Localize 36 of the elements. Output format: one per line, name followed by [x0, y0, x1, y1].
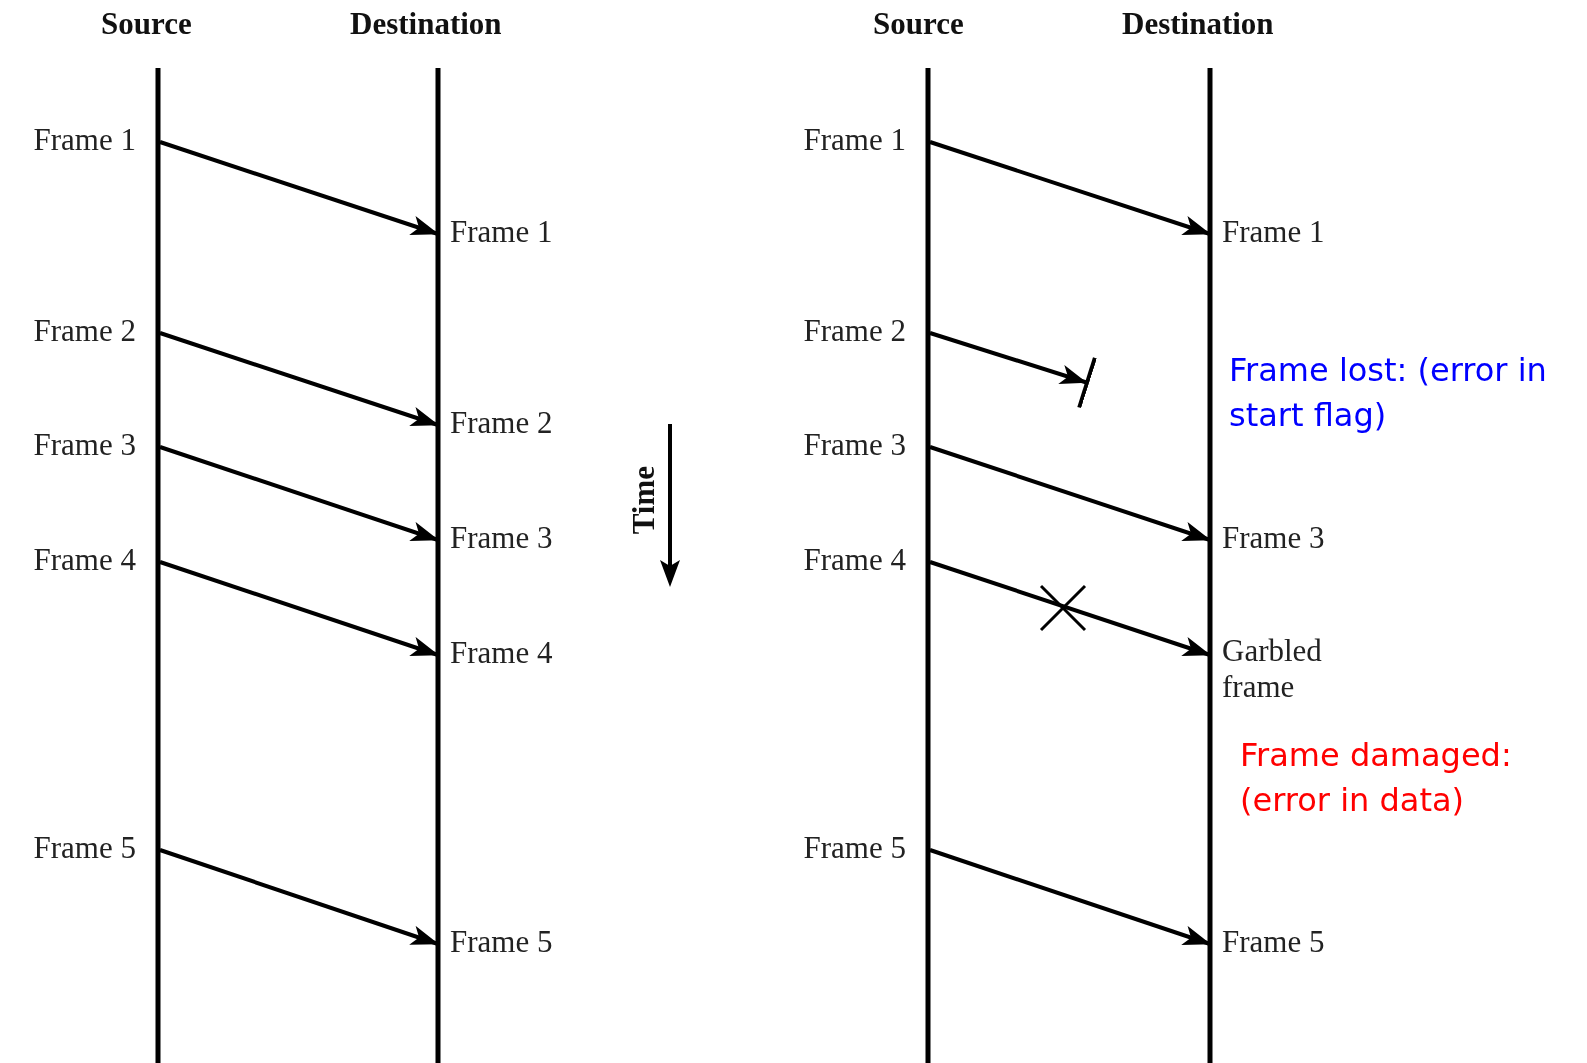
arrow	[929, 560, 1211, 657]
frame-label: Frame 4	[438, 635, 608, 675]
frame-label: Frame 2	[8, 313, 158, 353]
frame-label: Frame 4	[778, 542, 928, 582]
arrow	[929, 331, 1097, 410]
frame-label: Frame 5	[778, 830, 928, 870]
arrow	[929, 848, 1211, 946]
annotation-note: Frame damaged: (error in data)	[1240, 735, 1513, 821]
frame-label: Frame 1	[8, 122, 158, 162]
column-heading: Source	[101, 6, 192, 42]
frame-label: Frame 3	[8, 427, 158, 467]
frame-label: Frame 3	[1210, 520, 1380, 560]
arrow	[159, 331, 439, 427]
column-heading: Destination	[350, 6, 502, 42]
frame-label: Frame 5	[1210, 924, 1380, 964]
frame-label: Frame 3	[778, 427, 928, 467]
column-heading: Source	[873, 6, 964, 42]
arrow	[159, 560, 439, 657]
arrow	[929, 445, 1211, 542]
frame-label: Frame 1	[438, 214, 608, 254]
frame-label: Frame 2	[438, 405, 608, 445]
frame-label: Frame 4	[8, 542, 158, 582]
annotation-note: Frame lost: (error in start flag)	[1229, 350, 1548, 436]
frame-label: Garbled frame	[1210, 633, 1370, 721]
arrow	[159, 140, 439, 236]
frame-label: Frame 1	[1210, 214, 1380, 254]
frame-label: Frame 2	[778, 313, 928, 353]
arrow	[929, 140, 1211, 236]
axis-label: Time	[626, 466, 662, 535]
arrow	[159, 445, 439, 542]
column-heading: Destination	[1122, 6, 1274, 42]
frame-label: Frame 5	[8, 830, 158, 870]
frame-label: Frame 1	[778, 122, 928, 162]
frame-label: Frame 3	[438, 520, 608, 560]
arrow	[159, 848, 439, 946]
frame-label: Frame 5	[438, 924, 608, 964]
